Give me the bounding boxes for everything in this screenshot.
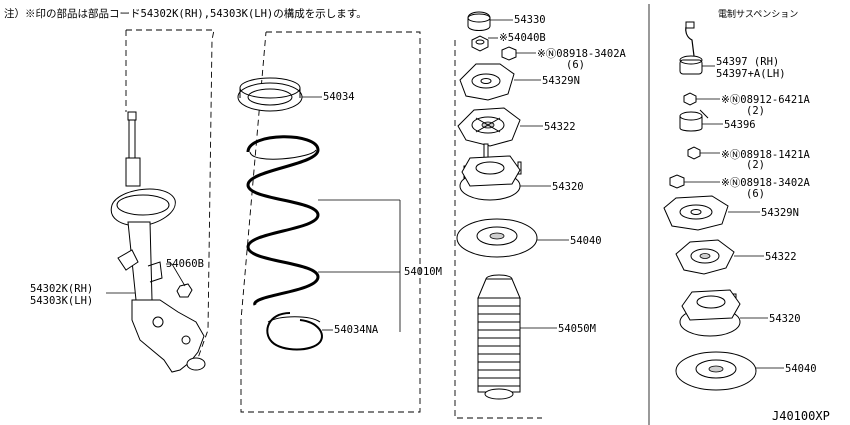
- note-text: 注）※印の部品は部品コード54302K(RH),54303K(LH)の構成を示し…: [4, 7, 367, 20]
- nut-08918-3402A-right[interactable]: [669, 174, 685, 189]
- label-54034NA: 54034NA: [334, 324, 379, 336]
- nut-54060B[interactable]: [176, 283, 193, 298]
- bearing-plate-54322[interactable]: [457, 107, 521, 147]
- label-54302K: 54302K(RH): [30, 283, 93, 295]
- spring-seat-54034NA[interactable]: [266, 312, 323, 351]
- label-08918-3402A: ※Ⓝ08918-3402A: [537, 48, 627, 60]
- label-54397: 54397 (RH): [716, 56, 779, 68]
- diagram-code: J40100XP: [772, 409, 830, 423]
- label-54034: 54034: [323, 91, 355, 103]
- nut-08912-6421A[interactable]: [683, 92, 697, 106]
- bracket-54396[interactable]: [679, 109, 709, 132]
- strut-assembly-54302K[interactable]: [110, 111, 206, 373]
- plate-54329N-right[interactable]: [663, 195, 729, 231]
- label-54396: 54396: [724, 119, 756, 131]
- label-08912-6421A: ※Ⓝ08912-6421A: [721, 94, 811, 106]
- spring-outline: [240, 31, 421, 413]
- label-54330: 54330: [514, 14, 546, 26]
- label-08918-3402A-right: ※Ⓝ08918-3402A: [721, 177, 811, 189]
- label-08912-6421A-qty: (2): [746, 105, 765, 117]
- label-54329N: 54329N: [542, 75, 580, 87]
- seat-54040-right[interactable]: [675, 351, 757, 391]
- label-08918-1421A-qty: (2): [746, 159, 765, 171]
- plate-54329N[interactable]: [459, 63, 515, 101]
- right-section-title: 電制サスペンション: [718, 8, 798, 20]
- label-54329N-right: 54329N: [761, 207, 799, 219]
- label-08918-3402A-right-qty: (6): [746, 188, 765, 200]
- label-54010M: 54010M: [404, 266, 442, 278]
- label-08918-3402A-qty: (6): [566, 59, 585, 71]
- label-54040B: ※54040B: [499, 32, 546, 44]
- cap-54330[interactable]: [467, 11, 491, 31]
- nut-08918-1421A[interactable]: [687, 146, 701, 160]
- label-54050M: 54050M: [558, 323, 596, 335]
- label-54060B: 54060B: [166, 258, 204, 270]
- spring-seat-54034[interactable]: [237, 77, 303, 112]
- label-08918-1421A: ※Ⓝ08918-1421A: [721, 149, 811, 161]
- mount-outline: [454, 40, 542, 419]
- strut-mount-54320[interactable]: [459, 143, 522, 201]
- label-54303K: 54303K(LH): [30, 295, 93, 307]
- bearing-plate-54322-right[interactable]: [675, 239, 735, 275]
- strut-mount-54320-right[interactable]: [679, 289, 741, 337]
- dust-boot-54050M[interactable]: [477, 274, 521, 400]
- coil-spring-54010M[interactable]: [246, 135, 320, 307]
- label-54320-right: 54320: [769, 313, 801, 325]
- label-54322-right: 54322: [765, 251, 797, 263]
- label-54397A: 54397+A(LH): [716, 68, 786, 80]
- label-54320: 54320: [552, 181, 584, 193]
- actuator-54397[interactable]: [679, 21, 703, 75]
- label-54040: 54040: [570, 235, 602, 247]
- label-54040-right: 54040: [785, 363, 817, 375]
- label-54322: 54322: [544, 121, 576, 133]
- nut-08918-3402A[interactable]: [501, 46, 517, 61]
- seat-54040[interactable]: [456, 218, 538, 258]
- nut-54040B[interactable]: [471, 35, 489, 52]
